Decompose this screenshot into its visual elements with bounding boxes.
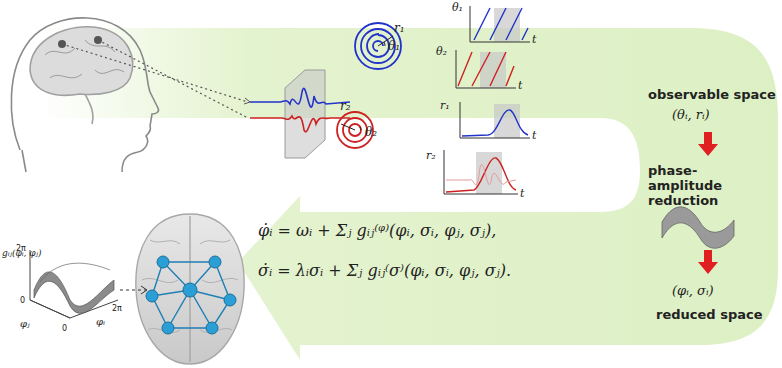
radius-line <box>341 124 355 130</box>
tick-label: 0 <box>62 324 67 333</box>
brain-top-view <box>136 214 244 364</box>
tick-label: 2π <box>16 244 26 253</box>
axis-label: r₁ <box>440 100 450 113</box>
axis-label: θ₁ <box>388 40 400 54</box>
axis-label: φⱼ <box>20 318 30 330</box>
coupling-surface-plot <box>30 250 118 318</box>
leader-line <box>120 289 146 290</box>
down-arrow <box>698 132 718 156</box>
leader-line <box>98 40 248 118</box>
axis-label: θ₂ <box>365 126 377 140</box>
tick-label: 0 <box>20 296 25 305</box>
axis-label: t <box>518 80 522 93</box>
amplitude-plot <box>444 150 518 194</box>
axis-label: r₁ <box>394 22 405 36</box>
coordinate-label: (φᵢ, σᵢ) <box>672 284 714 299</box>
manifold-surface <box>662 207 734 248</box>
angle-arc <box>360 127 361 130</box>
equation: φ̇ᵢ = ωᵢ + Σⱼ gᵢⱼ⁽ᵠ⁾(φᵢ, σᵢ, φⱼ, σⱼ), <box>258 222 496 240</box>
head-silhouette <box>11 18 158 172</box>
leader-line <box>62 44 248 102</box>
axis-label: θ₂ <box>436 46 447 59</box>
time-window <box>285 70 325 158</box>
tick-label: 2π <box>112 304 122 313</box>
axis-label: t <box>532 130 536 143</box>
equation: σ̇ᵢ = λᵢσᵢ + Σⱼ gᵢⱼ⁽σ⁾(φᵢ, σᵢ, φⱼ, σⱼ). <box>258 262 511 280</box>
step-label: phase-amplitude reduction <box>648 164 768 209</box>
phase-plot <box>456 50 516 88</box>
axis-label: t <box>532 34 536 47</box>
leader-arrow <box>141 286 147 294</box>
phase-plot <box>470 6 530 42</box>
space-heading: reduced space <box>656 308 762 323</box>
axis-label: t <box>520 188 524 201</box>
axis-label: r₂ <box>340 100 351 114</box>
blue-signal <box>250 88 350 107</box>
axis-label: φᵢ <box>96 316 105 328</box>
down-arrow <box>698 250 718 274</box>
angle-arc <box>384 42 385 46</box>
axis-label: θ₁ <box>452 2 463 15</box>
coordinate-label: (θᵢ, rᵢ) <box>672 108 710 123</box>
space-heading: observable space <box>648 88 776 103</box>
red-signal <box>250 116 350 132</box>
axis-label: r₂ <box>426 150 436 163</box>
amplitude-plot <box>460 102 530 138</box>
leader-arrow <box>244 98 250 104</box>
